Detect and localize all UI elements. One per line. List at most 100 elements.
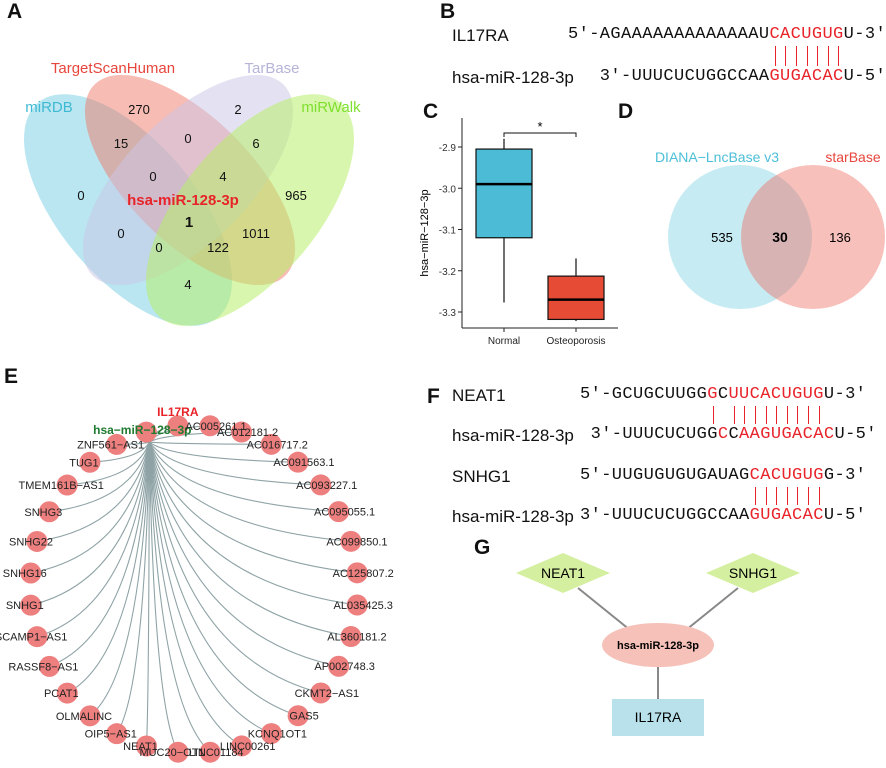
venn-label-diana: DIANA−LncBase v3 (655, 149, 779, 165)
network-edge (49, 442, 150, 667)
network-edge (116, 442, 150, 734)
panel-label-f: F (427, 385, 440, 408)
base-pair-bond (806, 46, 808, 66)
sequence-segment: U-5' (834, 425, 877, 444)
base-pair-bond (774, 46, 776, 66)
venn-count: 270 (128, 102, 150, 117)
network-node-lnc (79, 451, 101, 473)
network-edge (145, 442, 150, 746)
node-mrna-il17ra (612, 699, 704, 736)
network-node-label: OIP5−AS1 (85, 729, 137, 741)
network-node-label: LINC00261 (220, 741, 276, 753)
y-tick-label: -3.1 (439, 226, 457, 237)
network-node-lnc (310, 682, 332, 704)
network-edge (148, 441, 358, 606)
sequence-segment: U-3' (823, 385, 867, 404)
network-edge (148, 442, 299, 717)
network-edge (148, 441, 351, 542)
y-tick-label: -3.0 (439, 184, 457, 195)
network-edge (148, 441, 352, 638)
sequence-segment: 3'-UUUCUCUGGCCAA (580, 506, 750, 525)
venn-count: 2 (234, 102, 241, 117)
network-node-lnc (56, 474, 78, 496)
network-node-label: AC125807.2 (333, 568, 394, 580)
sequence-segment: U-5' (823, 506, 867, 525)
node-label: IL17RA (635, 709, 682, 725)
network-node-label: AL360181.2 (327, 632, 386, 644)
network-node-lnc (20, 562, 42, 584)
node-lncrna-snhg1 (706, 553, 800, 593)
network-node-label: OLMALINC (56, 711, 112, 723)
panel-label-d: D (618, 100, 634, 123)
network-node-label: SCAMP1−AS1 (0, 632, 67, 644)
node-mirna (602, 623, 714, 667)
mirna-sequence: 3'-UUUCUCUGGCCAAGUGACACU-5' (591, 425, 877, 444)
base-pair-bond (754, 487, 756, 505)
network-node-label: hsa−miR−128−3p (93, 423, 191, 437)
network-node-label: AP002748.3 (314, 661, 375, 673)
venn-count-left: 535 (711, 230, 733, 245)
y-tick-label: -3.2 (439, 267, 457, 278)
network-node-lnc (26, 530, 48, 552)
base-pair-bond (827, 46, 829, 66)
network-node-target (167, 415, 189, 437)
venn-count: 4 (184, 277, 191, 292)
base-pair-bond (776, 406, 778, 424)
network-node-lnc (346, 594, 368, 616)
seed-match-segment: G (707, 385, 718, 404)
network-node-label: AC016717.2 (247, 439, 308, 451)
network-node-lnc (56, 682, 78, 704)
sequence-segment: C (717, 385, 729, 404)
edge (577, 587, 631, 631)
network-node-lnc (310, 474, 332, 496)
venn-count: 0 (77, 188, 84, 203)
network-node-label: PCAT1 (44, 688, 79, 700)
network-node-lnc (231, 735, 253, 757)
network-node-lnc (328, 501, 350, 523)
network-node-label: SNHG3 (24, 507, 62, 519)
network-edge (148, 441, 339, 513)
network-node-label: AC093227.1 (296, 480, 357, 492)
network-node-lnc (340, 530, 362, 552)
sequence-segment: 3'-UUUCUCUGG (590, 425, 718, 444)
network-node-label: LINC01184 (189, 747, 244, 759)
network-node-label: NEAT1 (123, 741, 158, 753)
sequence-segment: 5'-GCUGCUUGG (580, 385, 708, 404)
network-edge (30, 441, 150, 574)
base-pair-bond (776, 487, 778, 505)
network-node-label: SNHG1 (6, 600, 44, 612)
network-edge (148, 442, 272, 735)
network-node-label: AC005261.1 (185, 421, 246, 433)
network-node-lnc (20, 594, 42, 616)
network-edge (148, 442, 179, 753)
seed-match-segment: CACUGUG (769, 25, 844, 44)
network-edge (89, 442, 150, 717)
network-edge (36, 441, 150, 543)
panel-label-b: B (440, 0, 456, 23)
seed-match-segment: AAGUGACAC (739, 425, 835, 444)
panel-label-e: E (4, 365, 19, 388)
venn-set-starbase (741, 165, 885, 309)
sequence-segment: U-3' (843, 25, 886, 44)
network-node-label: AL035425.3 (334, 600, 393, 612)
y-axis-label: hsa−miR−128−3p (419, 189, 431, 276)
network-edge (67, 442, 150, 694)
base-pair-bond (712, 406, 714, 424)
base-pair-bond (786, 406, 788, 424)
mirna-label: hsa-miR-128-3p (452, 426, 574, 445)
x-tick-label: Osteoporosis (547, 336, 606, 347)
network-node-lnc (260, 723, 282, 745)
network-edge (148, 442, 242, 747)
network-node-lnc (38, 655, 60, 677)
network-edge (30, 442, 150, 606)
base-pair-bond (733, 406, 735, 424)
base-pair-bond (838, 46, 840, 66)
base-pair-bond (807, 406, 809, 424)
venn-count: 0 (184, 131, 191, 146)
x-tick-label: Normal (488, 336, 520, 347)
significance-star: * (537, 119, 542, 134)
venn-count: 15 (114, 136, 128, 151)
box-normal (475, 148, 533, 239)
